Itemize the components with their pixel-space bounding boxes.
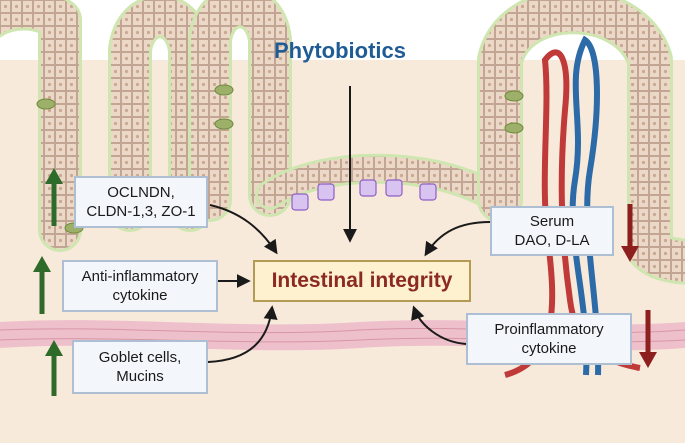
tight-junction-up-arrowhead <box>45 168 63 184</box>
box-anti-inflammatory-cytokine: Anti-inflammatory cytokine <box>62 260 218 312</box>
box-proinflammatory-cytokine: Proinflammatory cytokine <box>466 313 632 365</box>
arrow-proinflammatory-to-center <box>411 305 467 345</box>
anti-inflammatory-up-arrowhead <box>33 256 51 272</box>
crypt-cells <box>291 179 437 211</box>
goblet-line1: Goblet cells, <box>98 349 182 366</box>
connector-arrows <box>207 86 491 363</box>
box-tight-junction-proteins: OCLNDN, CLDN-1,3, ZO-1 <box>74 176 208 228</box>
arrow-tightjunction-to-center <box>209 204 278 255</box>
serum-line1: Serum <box>529 213 575 230</box>
epithelium-layer <box>0 0 685 285</box>
goblet-up-arrowhead <box>45 340 63 356</box>
box-serum-dao-dla: Serum DAO, D-LA <box>490 206 614 256</box>
serum-down-arrowhead <box>621 246 639 262</box>
arrow-serum-to-center <box>424 221 491 257</box>
anti-inflammatory-line2: cytokine <box>112 287 168 304</box>
goblet-cells <box>36 84 524 234</box>
change-indicators <box>33 168 657 396</box>
anti-inflammatory-line1: Anti-inflammatory <box>81 268 199 285</box>
arrow-goblet-to-center <box>207 305 278 363</box>
tight-junction-line2: CLDN-1,3, ZO-1 <box>86 203 196 220</box>
artery-vessel <box>504 49 641 378</box>
box-goblet-cells-mucins: Goblet cells, Mucins <box>72 340 208 394</box>
goblet-line2: Mucins <box>116 368 164 385</box>
proinflammatory-down-arrowhead <box>639 352 657 368</box>
title-phytobiotics: Phytobiotics <box>273 38 406 63</box>
serum-line2: DAO, D-LA <box>514 232 590 249</box>
proinflammatory-line2: cytokine <box>521 340 577 357</box>
tight-junction-line1: OCLNDN, <box>107 184 175 201</box>
intestinal-integrity-label: Intestinal integrity <box>271 269 453 292</box>
intestinal-integrity-box: Intestinal integrity <box>253 260 471 302</box>
proinflammatory-line1: Proinflammatory <box>494 321 604 338</box>
